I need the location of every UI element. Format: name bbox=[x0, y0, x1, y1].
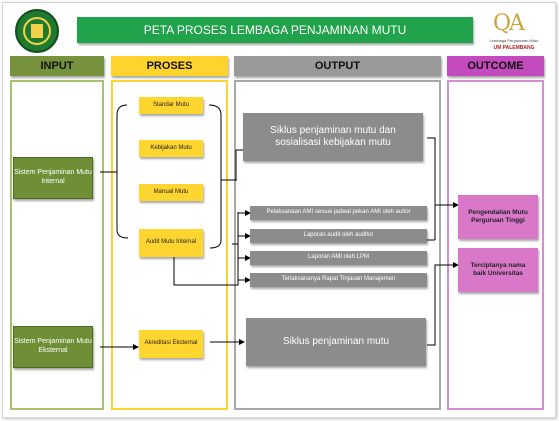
lpm-logo: QA Lembaga Penjaminan Mutu UM PALEMBANG bbox=[485, 9, 543, 55]
header-input: INPUT bbox=[10, 56, 104, 76]
input-spme: Sistem Penjaminan Mutu Eksternal bbox=[13, 326, 93, 368]
audit-loop bbox=[173, 243, 239, 286]
column-outcome bbox=[447, 80, 544, 410]
output-rapat-tinjauan: Terlaksananya Rapat Tinjauan Manajemen bbox=[250, 273, 427, 287]
page-frame bbox=[2, 2, 556, 418]
output-pelaksanaan-ami: Pelaksanaan AMI sesuai jadwal pekan AMI … bbox=[250, 206, 427, 220]
outcome-nama-baik: Terciptanya nama baik Universitas bbox=[458, 248, 538, 292]
lpm-logo-caption: Lembaga Penjaminan Mutu bbox=[489, 38, 539, 43]
page-title: PETA PROSES LEMBAGA PENJAMINAN MUTU bbox=[77, 17, 473, 43]
arrow-to-outcome-bottom bbox=[427, 262, 459, 346]
proses-left-bracket bbox=[116, 104, 129, 239]
output-laporan-audit: Laporan audit oleh auditor bbox=[250, 229, 427, 243]
proses-right-bracket bbox=[208, 104, 222, 249]
column-proses bbox=[111, 80, 228, 410]
proses-akreditasi-eksternal: Akreditasi Eksternal bbox=[139, 330, 203, 358]
proses-kebijakan-mutu: Kebijakan Mutu bbox=[139, 140, 203, 157]
logo-ring bbox=[23, 17, 51, 45]
input-spmi: Sistem Penjaminan Mutu Internal bbox=[13, 157, 93, 199]
header-output: OUTPUT bbox=[234, 56, 441, 76]
output-siklus-penjaminan: Siklus penjaminan mutu bbox=[246, 318, 426, 366]
proses-audit-mutu-internal: Audit Mutu Internal bbox=[139, 229, 203, 257]
output-laporan-lpm: Laporan AMI oleh LPM bbox=[250, 251, 427, 265]
proses-manual-mutu: Manual Mutu bbox=[139, 184, 203, 201]
outcome-pengendalian-mutu: Pengendalian Mutu Perguruan Tinggi bbox=[458, 195, 538, 239]
proses-standar-mutu: Standar Mutu bbox=[139, 97, 203, 114]
column-output bbox=[234, 80, 441, 410]
lpm-logo-mark: QA bbox=[493, 11, 525, 36]
header-outcome: OUTCOME bbox=[447, 56, 544, 76]
to-siklus-sosialisasi bbox=[235, 149, 245, 180]
lpm-logo-university: UM PALEMBANG bbox=[493, 45, 535, 51]
output-right-rail bbox=[427, 137, 436, 240]
header-proses: PROSES bbox=[111, 56, 228, 76]
output-siklus-sosialisasi: Siklus penjaminan mutu dan sosialisasi k… bbox=[243, 113, 423, 161]
column-input bbox=[10, 80, 104, 410]
university-logo bbox=[15, 9, 59, 53]
logo-emblem bbox=[31, 24, 43, 38]
